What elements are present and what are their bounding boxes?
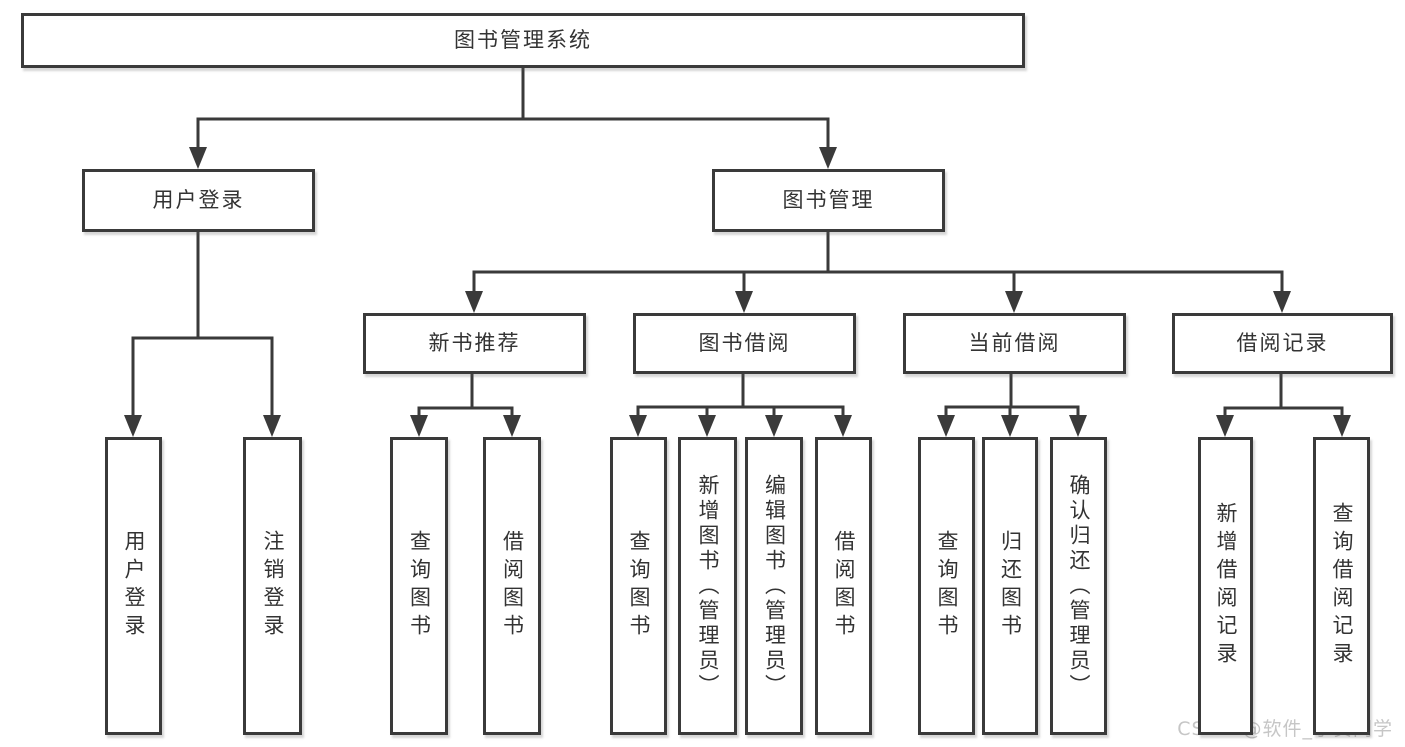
node-leaf-return-book: 归还图书 bbox=[982, 437, 1038, 735]
node-label-leaf-query-book-1: 查询图书 bbox=[407, 530, 432, 642]
arrowhead bbox=[124, 415, 142, 437]
node-leaf-edit-book: 编辑图书（管理员） bbox=[745, 437, 803, 735]
node-label-current-borrow: 当前借阅 bbox=[968, 331, 1061, 355]
node-leaf-confirm-return: 确认归还（管理员） bbox=[1050, 437, 1107, 735]
connector-from-book-mgmt bbox=[472, 230, 1284, 296]
arrowhead bbox=[1001, 415, 1019, 437]
node-leaf-query-book-1: 查询图书 bbox=[390, 437, 448, 735]
connector-from-book-borrow bbox=[636, 372, 845, 420]
node-leaf-user-login: 用户登录 bbox=[105, 437, 162, 735]
arrowhead bbox=[629, 415, 647, 437]
node-current-borrow: 当前借阅 bbox=[903, 313, 1126, 374]
arrowhead bbox=[765, 415, 783, 437]
arrowhead bbox=[1333, 415, 1351, 437]
arrowhead bbox=[698, 415, 716, 437]
node-root: 图书管理系统 bbox=[21, 13, 1025, 68]
node-label-root: 图书管理系统 bbox=[454, 28, 592, 52]
node-label-leaf-edit-book: 编辑图书（管理员） bbox=[762, 473, 787, 699]
node-leaf-borrow-book-2: 借阅图书 bbox=[815, 437, 872, 735]
node-label-leaf-query-book-3: 查询图书 bbox=[935, 530, 959, 642]
arrowhead bbox=[834, 415, 852, 437]
node-label-leaf-logout: 注销登录 bbox=[261, 530, 285, 642]
arrowhead bbox=[410, 415, 428, 437]
node-leaf-add-book: 新增图书（管理员） bbox=[678, 437, 737, 735]
node-label-new-book-rec: 新书推荐 bbox=[428, 331, 521, 355]
arrowhead bbox=[263, 415, 281, 437]
arrowhead bbox=[503, 415, 521, 437]
node-label-leaf-query-book-2: 查询图书 bbox=[627, 530, 651, 642]
node-label-leaf-add-record: 新增借阅记录 bbox=[1214, 502, 1238, 670]
node-leaf-logout: 注销登录 bbox=[243, 437, 302, 735]
node-label-leaf-confirm-return: 确认归还（管理员） bbox=[1067, 473, 1091, 699]
connector-from-current-borrow bbox=[944, 372, 1080, 420]
node-label-leaf-user-login: 用户登录 bbox=[122, 530, 146, 642]
arrowhead bbox=[1005, 291, 1023, 313]
arrowhead bbox=[1273, 291, 1291, 313]
node-label-borrow-records: 借阅记录 bbox=[1236, 331, 1329, 355]
node-borrow-records: 借阅记录 bbox=[1172, 313, 1393, 374]
node-user-login: 用户登录 bbox=[82, 169, 315, 232]
node-leaf-query-record: 查询借阅记录 bbox=[1313, 437, 1370, 735]
node-label-leaf-add-book: 新增图书（管理员） bbox=[696, 473, 720, 699]
node-label-leaf-borrow-book-2: 借阅图书 bbox=[832, 530, 856, 642]
connector-from-new-book-rec bbox=[417, 372, 514, 420]
arrowhead bbox=[819, 147, 837, 169]
node-label-leaf-borrow-book-1: 借阅图书 bbox=[500, 530, 525, 642]
node-book-borrow: 图书借阅 bbox=[633, 313, 856, 374]
node-leaf-query-book-2: 查询图书 bbox=[610, 437, 667, 735]
connector-from-user-login bbox=[131, 230, 274, 420]
arrowhead bbox=[1069, 415, 1087, 437]
node-leaf-add-record: 新增借阅记录 bbox=[1198, 437, 1253, 735]
node-label-leaf-return-book: 归还图书 bbox=[998, 530, 1023, 642]
node-leaf-query-book-3: 查询图书 bbox=[918, 437, 975, 735]
arrowhead bbox=[937, 415, 955, 437]
arrowhead bbox=[1216, 415, 1234, 437]
arrowhead bbox=[735, 291, 753, 313]
node-new-book-rec: 新书推荐 bbox=[363, 313, 586, 374]
node-label-book-borrow: 图书借阅 bbox=[698, 331, 791, 355]
node-label-leaf-query-record: 查询借阅记录 bbox=[1330, 502, 1354, 670]
connector-from-borrow-records bbox=[1223, 372, 1344, 420]
arrowhead bbox=[465, 291, 483, 313]
node-label-user-login: 用户登录 bbox=[152, 188, 245, 212]
connector-from-root bbox=[196, 66, 830, 152]
node-book-mgmt: 图书管理 bbox=[712, 169, 945, 232]
node-label-book-mgmt: 图书管理 bbox=[782, 188, 875, 212]
node-leaf-borrow-book-1: 借阅图书 bbox=[483, 437, 541, 735]
arrowhead bbox=[189, 147, 207, 169]
